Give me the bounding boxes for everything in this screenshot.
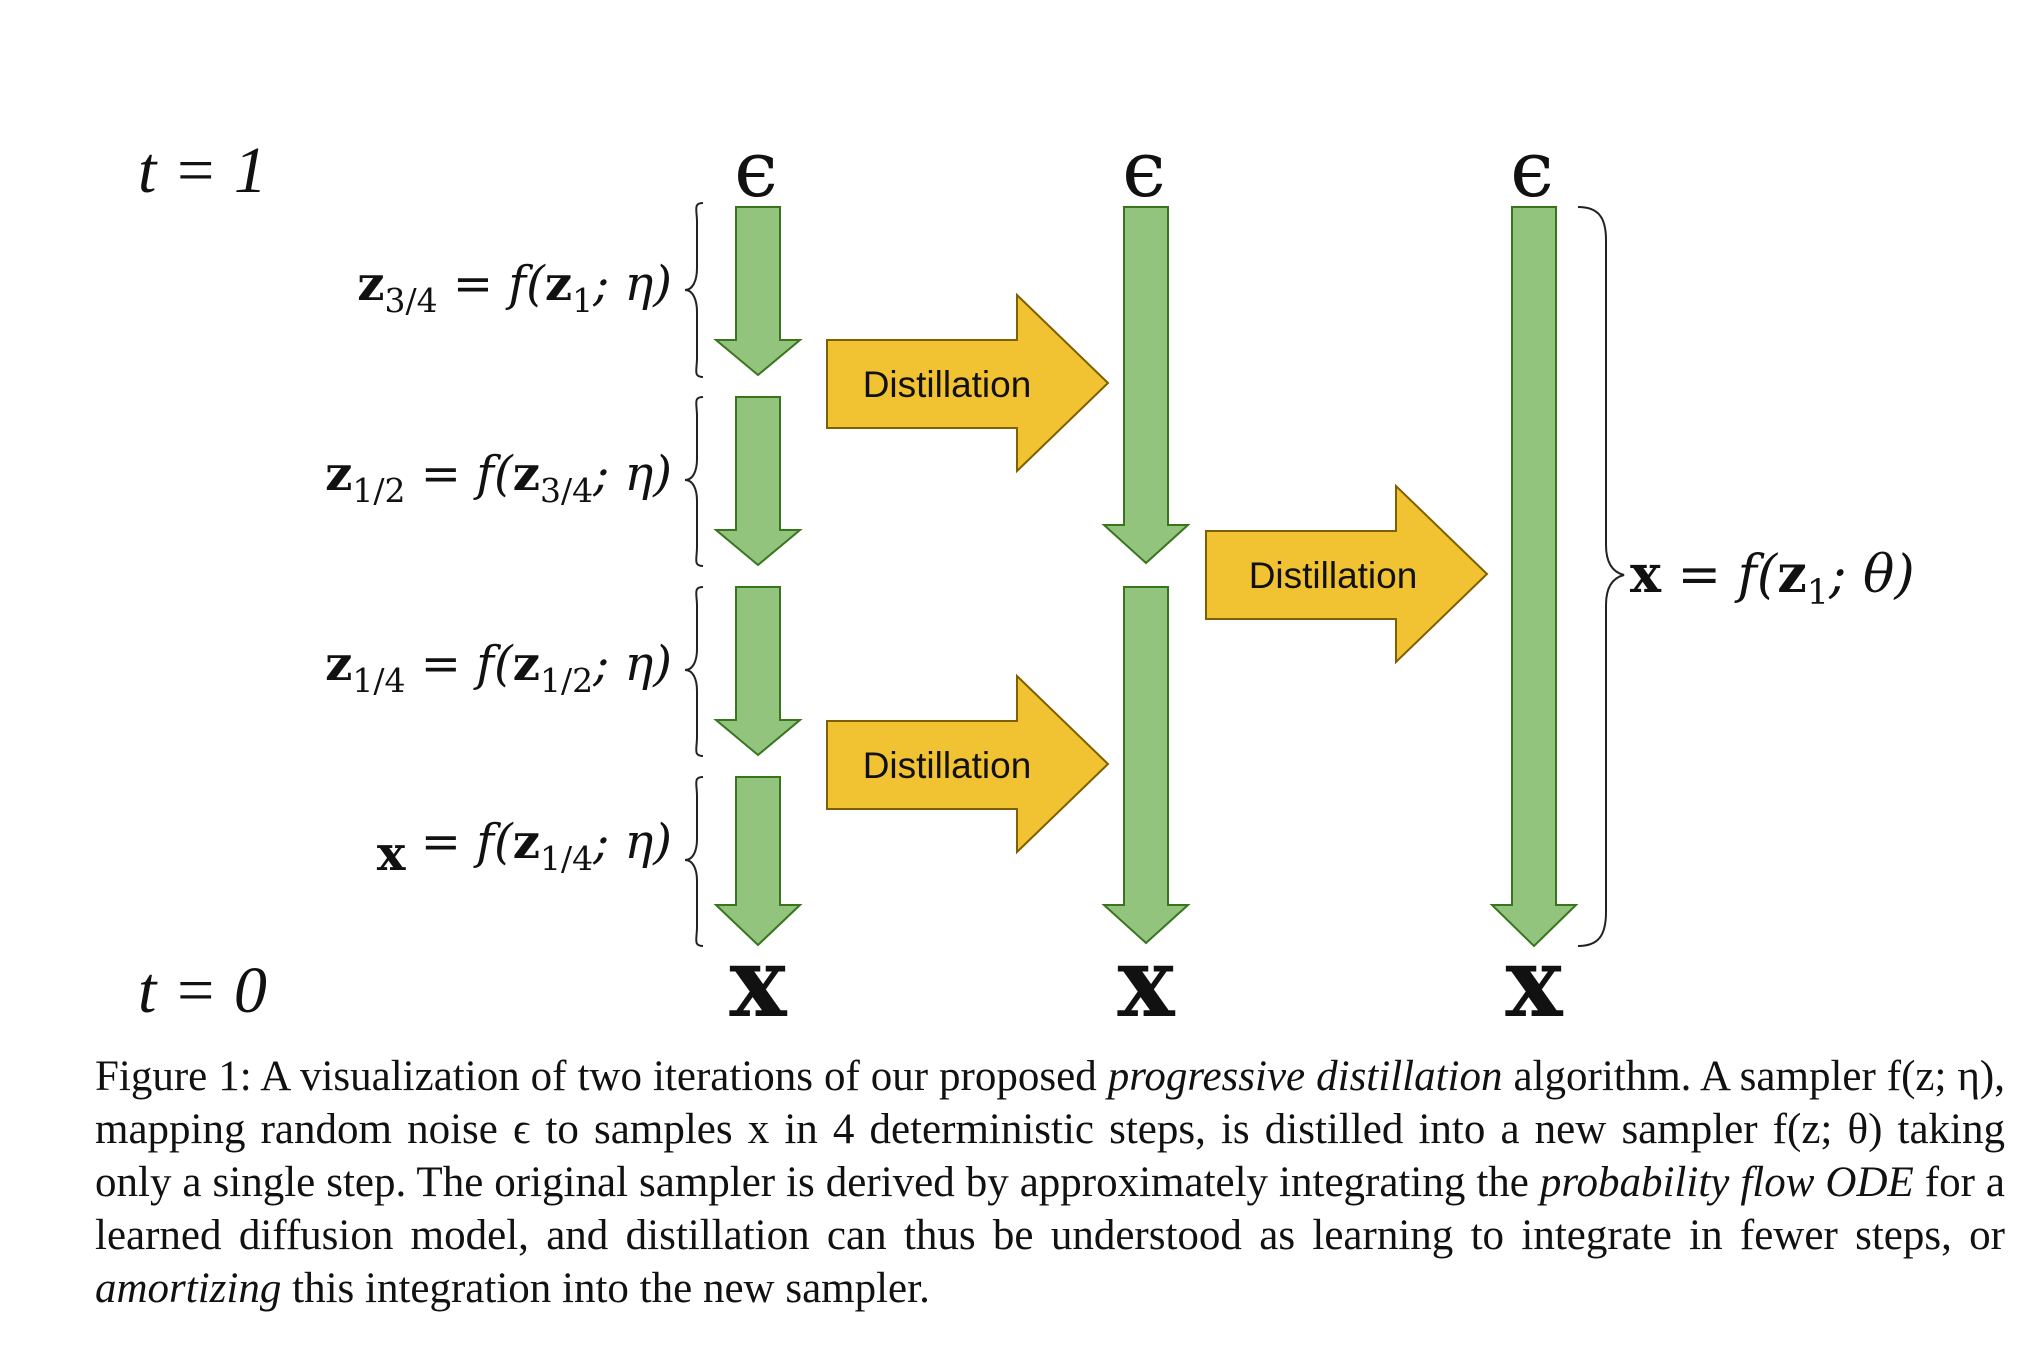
caption-emphasis-2: probability flow ODE: [1539, 1159, 1914, 1206]
caption-emphasis-1: progressive distillation: [1107, 1053, 1503, 1100]
figure-caption: Figure 1: A visualization of two iterati…: [95, 1050, 2005, 1315]
time-bottom-label: t = 0: [138, 954, 267, 1027]
caption-text-4: this integration into the new sampler.: [281, 1265, 930, 1312]
caption-text-1: Figure 1: A visualization of two iterati…: [95, 1053, 1108, 1100]
step-label-2: z1/2 = f(z3/4; η): [325, 446, 672, 510]
brace-single-step: [1577, 206, 1625, 947]
distillation-label-top: Distillation: [863, 364, 1032, 405]
green-arrow-col1-step4: [713, 776, 803, 947]
step-label-1: z3/4 = f(z1; η): [357, 256, 672, 320]
caption-text-3: for a learned diffusion model, and disti…: [95, 1159, 2005, 1259]
green-arrow-col2-step2: [1101, 586, 1191, 945]
brace-step4: [684, 776, 704, 947]
step-label-4: x = f(z1/4; η): [377, 814, 672, 882]
green-arrow-col1-step1: [713, 206, 803, 377]
epsilon-symbol-col2: ϵ: [1122, 125, 1166, 215]
green-arrow-col3-single-step: [1489, 206, 1579, 948]
distillation-arrow-top: Distillation: [826, 292, 1110, 474]
distillation-arrow-middle: Distillation: [1205, 483, 1489, 665]
green-arrow-col1-step2: [713, 396, 803, 567]
distillation-label-bottom: Distillation: [863, 745, 1032, 786]
x-symbol-col2: x: [1117, 926, 1175, 1039]
brace-step2: [684, 396, 704, 567]
epsilon-symbol-col3: ϵ: [1510, 125, 1554, 215]
time-top-label: t = 1: [138, 134, 267, 207]
brace-step3: [684, 586, 704, 757]
distillation-arrow-bottom: Distillation: [826, 673, 1110, 855]
epsilon-symbol-col1: ϵ: [734, 125, 778, 215]
caption-emphasis-3: amortizing: [95, 1265, 282, 1312]
green-arrow-col1-step3: [713, 586, 803, 757]
caption-text-2: algorithm. A sampler f(z; η), mapping ra…: [95, 1053, 2005, 1206]
final-sampler-label: x = f(z1; θ): [1630, 544, 1915, 613]
green-arrow-col2-step1: [1101, 206, 1191, 565]
distillation-label-middle: Distillation: [1249, 555, 1418, 596]
brace-step1: [684, 202, 704, 378]
step-label-3: z1/4 = f(z1/2; η): [325, 636, 672, 700]
